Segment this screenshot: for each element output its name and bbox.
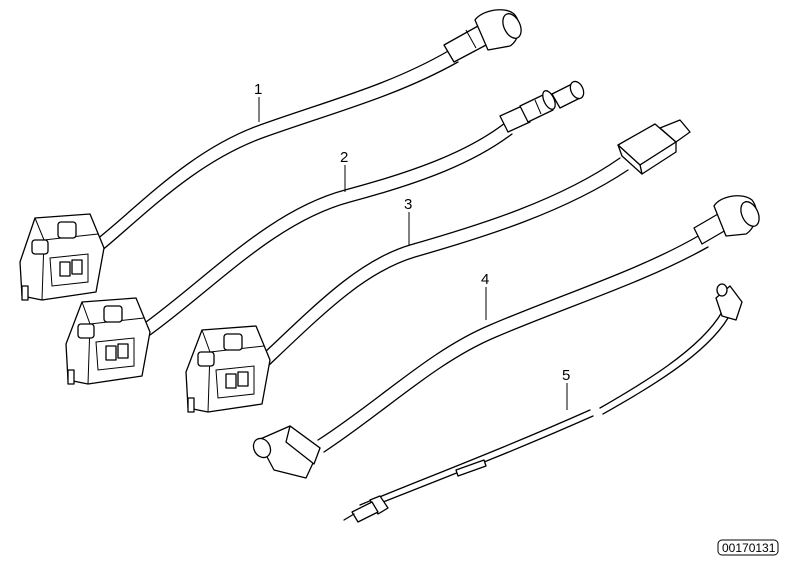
cable-5 [343, 283, 743, 523]
part-number: 00170131 [722, 541, 776, 555]
connector-housing-2 [65, 297, 151, 385]
callout-4: 4 [481, 271, 489, 288]
cable-1 [95, 9, 522, 253]
callout-leaders [258, 97, 568, 410]
part-number-badge: 00170131 [717, 539, 779, 556]
cable-4 [252, 195, 760, 479]
connector-housing-3 [185, 325, 271, 413]
cable-3 [261, 119, 691, 369]
callout-2: 2 [340, 149, 348, 166]
callout-1: 1 [254, 81, 262, 98]
cable-2 [145, 80, 585, 336]
callout-3: 3 [404, 196, 412, 213]
connector-housing-1 [19, 213, 105, 301]
callout-5: 5 [562, 367, 570, 384]
